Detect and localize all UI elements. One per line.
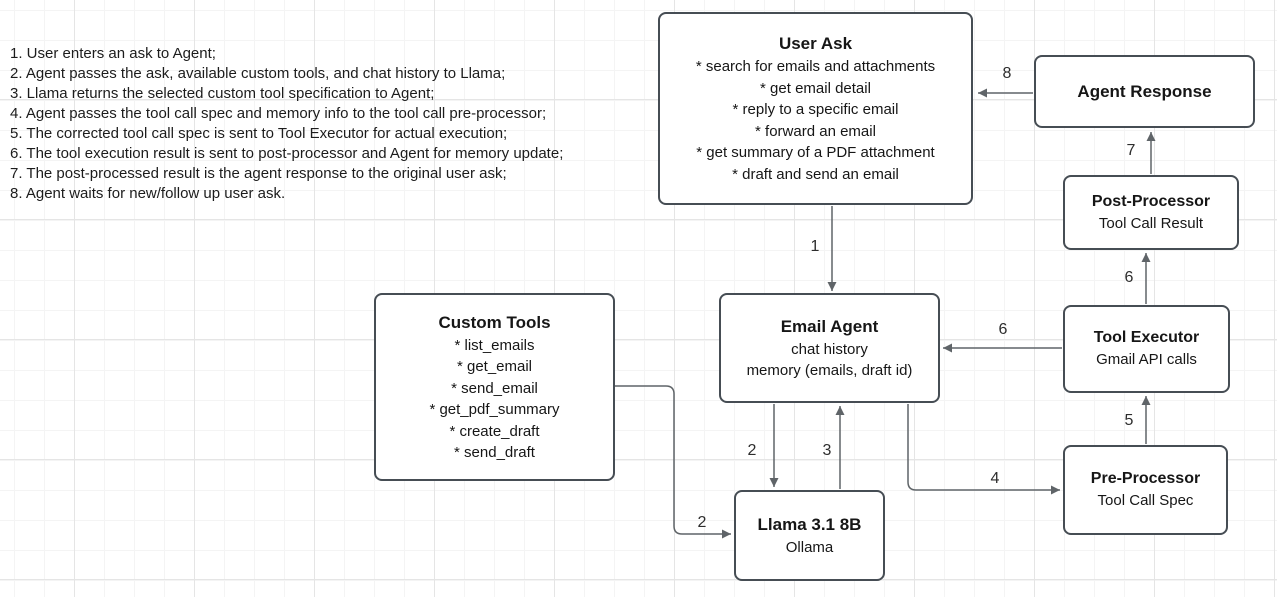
node-item: * reply to a specific email bbox=[732, 101, 899, 118]
note-line: 8. Agent waits for new/follow up user as… bbox=[10, 185, 286, 202]
edge-label-5: 5 bbox=[1124, 412, 1134, 429]
note-line: 2. Agent passes the ask, available custo… bbox=[10, 65, 506, 82]
node-title: Pre-Processor bbox=[1090, 470, 1201, 488]
node-agent-response: Agent Response bbox=[1034, 55, 1255, 128]
node-item: * forward an email bbox=[755, 122, 876, 140]
node-line: memory (emails, draft id) bbox=[746, 362, 913, 379]
edge-label-4: 4 bbox=[990, 470, 1000, 487]
node-subtitle: Tool Call Result bbox=[1098, 214, 1204, 232]
edge-label-2b: 2 bbox=[697, 514, 707, 531]
node-item: * list_emails bbox=[454, 336, 535, 354]
node-item: * get_email bbox=[456, 358, 533, 375]
edge-label-6: 6 bbox=[1124, 269, 1134, 286]
edge-label-6b: 6 bbox=[998, 321, 1008, 338]
node-title: Llama 3.1 8B bbox=[757, 514, 862, 534]
node-llama: Llama 3.1 8B Ollama bbox=[734, 490, 885, 581]
node-item: * search for emails and attachments bbox=[695, 58, 936, 75]
node-custom-tools: Custom Tools * list_emails * get_email *… bbox=[374, 293, 615, 481]
node-pre-processor: Pre-Processor Tool Call Spec bbox=[1063, 445, 1228, 535]
node-title: Email Agent bbox=[780, 316, 879, 336]
node-title: Agent Response bbox=[1077, 81, 1212, 101]
note-line: 5. The corrected tool call spec is sent … bbox=[10, 125, 508, 142]
node-item: * get email detail bbox=[760, 79, 871, 97]
node-tool-executor: Tool Executor Gmail API calls bbox=[1063, 305, 1230, 393]
node-item: * send_email bbox=[451, 379, 538, 397]
edge-label-1: 1 bbox=[810, 238, 820, 255]
note-line: 4. Agent passes the tool call spec and m… bbox=[10, 105, 547, 122]
note-line: 1. User enters an ask to Agent; bbox=[10, 45, 216, 62]
node-item: * create_draft bbox=[449, 422, 540, 440]
edge-custom-tools-to-llama bbox=[615, 385, 731, 539]
node-title: User Ask bbox=[778, 34, 853, 53]
node-item: * get summary of a PDF attachment bbox=[696, 144, 935, 161]
node-item: * draft and send an email bbox=[732, 165, 899, 183]
edge-label-7: 7 bbox=[1126, 142, 1136, 159]
node-user-ask: User Ask * search for emails and attachm… bbox=[658, 12, 973, 205]
edge-label-2: 2 bbox=[747, 442, 757, 459]
node-title: Custom Tools bbox=[438, 312, 551, 332]
node-title: Tool Executor bbox=[1093, 329, 1200, 347]
node-line: chat history bbox=[791, 340, 868, 358]
node-subtitle: Tool Call Spec bbox=[1097, 492, 1194, 510]
node-email-agent: Email Agent chat history memory (emails,… bbox=[719, 293, 940, 403]
node-post-processor: Post-Processor Tool Call Result bbox=[1063, 175, 1239, 250]
node-subtitle: Ollama bbox=[785, 538, 834, 556]
node-item: * send_draft bbox=[454, 444, 535, 461]
node-title: Post-Processor bbox=[1091, 192, 1211, 210]
node-item: * get_pdf_summary bbox=[429, 401, 560, 418]
node-subtitle: Gmail API calls bbox=[1096, 351, 1197, 369]
note-line: 6. The tool execution result is sent to … bbox=[10, 145, 564, 162]
flow-notes: 1. User enters an ask to Agent; 2. Agent… bbox=[10, 44, 563, 204]
edge-label-8: 8 bbox=[1002, 65, 1012, 82]
note-line: 7. The post-processed result is the agen… bbox=[10, 165, 507, 182]
note-line: 3. Llama returns the selected custom too… bbox=[10, 85, 435, 102]
edge-label-3: 3 bbox=[822, 442, 832, 459]
edge-email-agent-to-pre-processor bbox=[907, 404, 1060, 495]
